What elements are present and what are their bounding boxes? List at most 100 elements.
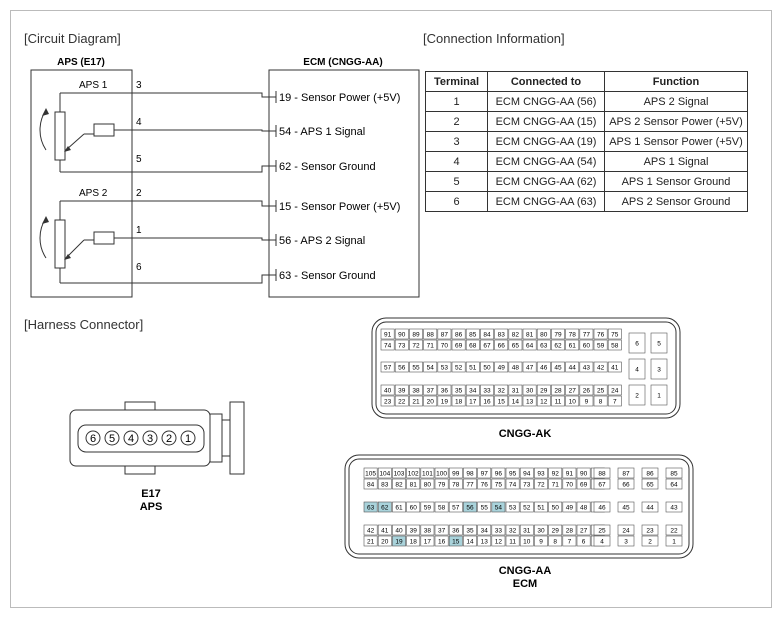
ak-pin-number: 41 (611, 365, 619, 372)
ak-pin-number: 48 (512, 365, 520, 372)
ak-pin (423, 328, 438, 340)
ak-pin-number: 80 (540, 332, 548, 339)
aa-pin (377, 467, 392, 479)
aa-pin (420, 501, 435, 513)
ak-pin-number: 60 (583, 343, 591, 350)
aps-pin-number: 3 (136, 80, 142, 91)
aa-side-pin-number: 24 (622, 528, 630, 535)
ak-pin (593, 328, 608, 340)
aa-pin-number: 63 (367, 505, 375, 512)
aa-side-pin (617, 501, 635, 513)
aa-side-pin (617, 524, 635, 536)
ak-pin (480, 328, 494, 340)
ak-pin-number: 76 (597, 332, 605, 339)
aa-side-pin-number: 85 (670, 471, 678, 478)
connected-to-cell: ECM CNGG-AA (19) (487, 131, 605, 152)
terminal-cell: 2 (425, 111, 488, 132)
e17-pin (180, 430, 196, 446)
ak-pin (409, 395, 423, 407)
ak-pin-number: 75 (611, 332, 619, 339)
aa-pin (363, 467, 378, 479)
aa-pin-number: 38 (424, 528, 432, 535)
aa-pin (477, 535, 492, 547)
aps-pin-number: 1 (136, 225, 142, 236)
ak-pin-number: 65 (512, 343, 520, 350)
aps1-sensor-element (93, 123, 115, 137)
header-connected-to: Connected to (487, 71, 605, 92)
aa-pin-number: 33 (495, 528, 503, 535)
connection-information-title: [Connection Information] (423, 31, 565, 46)
ak-pin (394, 361, 409, 373)
aa-pin-number: 101 (422, 471, 433, 478)
ak-side-pin-number: 5 (657, 341, 661, 348)
aa-pin (505, 467, 520, 479)
ak-pin-number: 31 (512, 388, 520, 395)
ak-side-pin (628, 384, 646, 406)
aa-pin-number: 56 (466, 505, 474, 512)
ak-pin (409, 384, 423, 396)
aps1-potentiometer (54, 111, 66, 161)
aa-pin (548, 501, 563, 513)
page-frame (10, 10, 772, 608)
wire (132, 92, 276, 98)
ak-pin (451, 361, 466, 373)
aa-pin-number: 8 (553, 539, 557, 546)
ak-pin-number: 78 (569, 332, 577, 339)
aa-pin (448, 467, 463, 479)
aa-pin-number: 81 (410, 482, 418, 489)
e17-pin (123, 430, 139, 446)
aa-side-pin-number: 86 (646, 471, 654, 478)
aa-pin (363, 535, 378, 547)
wire (132, 274, 276, 284)
ak-pin-number: 13 (526, 399, 534, 406)
header-terminal: Terminal (425, 71, 488, 92)
aa-pin-number: 29 (552, 528, 560, 535)
aa-pin (534, 524, 548, 536)
aa-side-pin (641, 535, 659, 547)
ak-pin (565, 339, 580, 351)
ak-pin-number: 50 (483, 365, 491, 372)
aa-side-pin (641, 524, 659, 536)
ak-pin (394, 328, 409, 340)
aa-pin-number: 53 (509, 505, 517, 512)
aa-pin-number: 48 (580, 505, 588, 512)
ak-pin-number: 16 (483, 399, 491, 406)
aa-pin-number: 93 (537, 471, 545, 478)
aa-pin (491, 524, 506, 536)
ak-pin-number: 35 (455, 388, 463, 395)
aa-pin (363, 524, 378, 536)
ak-pin-number: 10 (569, 399, 577, 406)
aa-pin (491, 501, 506, 513)
ak-pin (409, 339, 423, 351)
e17-pin-number: 6 (90, 433, 96, 445)
aps-box (30, 69, 133, 298)
aa-pin (477, 501, 492, 513)
aa-side-pin (617, 535, 635, 547)
ak-side-pin (650, 358, 668, 380)
aa-pin (448, 524, 463, 536)
ak-pin (565, 328, 580, 340)
ak-pin (380, 395, 395, 407)
ak-pin (465, 339, 480, 351)
ak-pin-number: 55 (412, 365, 420, 372)
ak-pin (522, 384, 537, 396)
ak-pin (394, 395, 409, 407)
ak-side-pin (650, 384, 668, 406)
ak-pin-number: 7 (613, 399, 617, 406)
ak-pin (522, 395, 537, 407)
ak-pin (607, 339, 622, 351)
aa-pin-number: 41 (381, 528, 389, 535)
aa-pin (548, 467, 563, 479)
ak-pin (579, 395, 594, 407)
ak-pin-number: 21 (412, 399, 420, 406)
aa-pin (548, 535, 563, 547)
ak-pin (494, 339, 509, 351)
ecm-pin-label: 15 - Sensor Power (+5V) (279, 201, 400, 213)
ecm-pin-label: 19 - Sensor Power (+5V) (279, 92, 400, 104)
aa-pin-number: 34 (481, 528, 489, 535)
aa-pin (505, 524, 520, 536)
aps2-potentiometer (54, 219, 66, 269)
ak-pin (437, 339, 452, 351)
aa-side-pin-number: 65 (646, 482, 654, 489)
